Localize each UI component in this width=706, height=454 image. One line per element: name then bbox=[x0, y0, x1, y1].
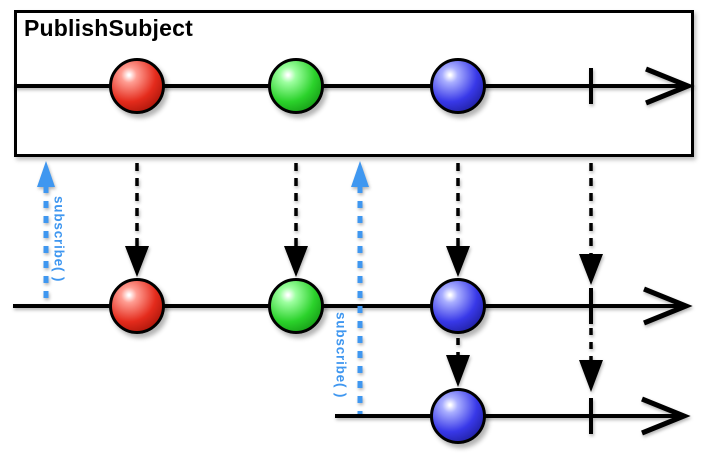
emission-arrow-red-head bbox=[125, 246, 149, 277]
publish-subject-title: PublishSubject bbox=[24, 15, 193, 41]
subscriber1-marble-red bbox=[109, 278, 165, 334]
subscriber2-marble-blue bbox=[430, 388, 486, 444]
source-timeline-arrowhead bbox=[645, 66, 695, 106]
subscribe2-arrow-head bbox=[351, 161, 369, 187]
emission-arrow-green-head bbox=[284, 246, 308, 277]
subscribe1-arrow-head bbox=[37, 161, 55, 187]
subscribe1-label: subscribe( ) bbox=[51, 196, 67, 283]
subscriber1-marble-green bbox=[268, 278, 324, 334]
emission2-arrow-complete-head bbox=[579, 360, 603, 392]
source-marble-green bbox=[268, 58, 324, 114]
emission-arrow-complete-head bbox=[579, 254, 603, 285]
subscribe2-label: subscribe( ) bbox=[333, 312, 349, 399]
source-marble-red bbox=[109, 58, 165, 114]
emission2-arrow-blue-head bbox=[446, 355, 470, 387]
publish-subject-box bbox=[14, 10, 694, 157]
subscriber1-timeline-arrowhead bbox=[643, 286, 693, 326]
subscriber1-marble-blue bbox=[430, 278, 486, 334]
emission-arrow-blue-head bbox=[446, 246, 470, 277]
subscriber2-timeline-arrowhead bbox=[641, 396, 691, 436]
source-marble-blue bbox=[430, 58, 486, 114]
